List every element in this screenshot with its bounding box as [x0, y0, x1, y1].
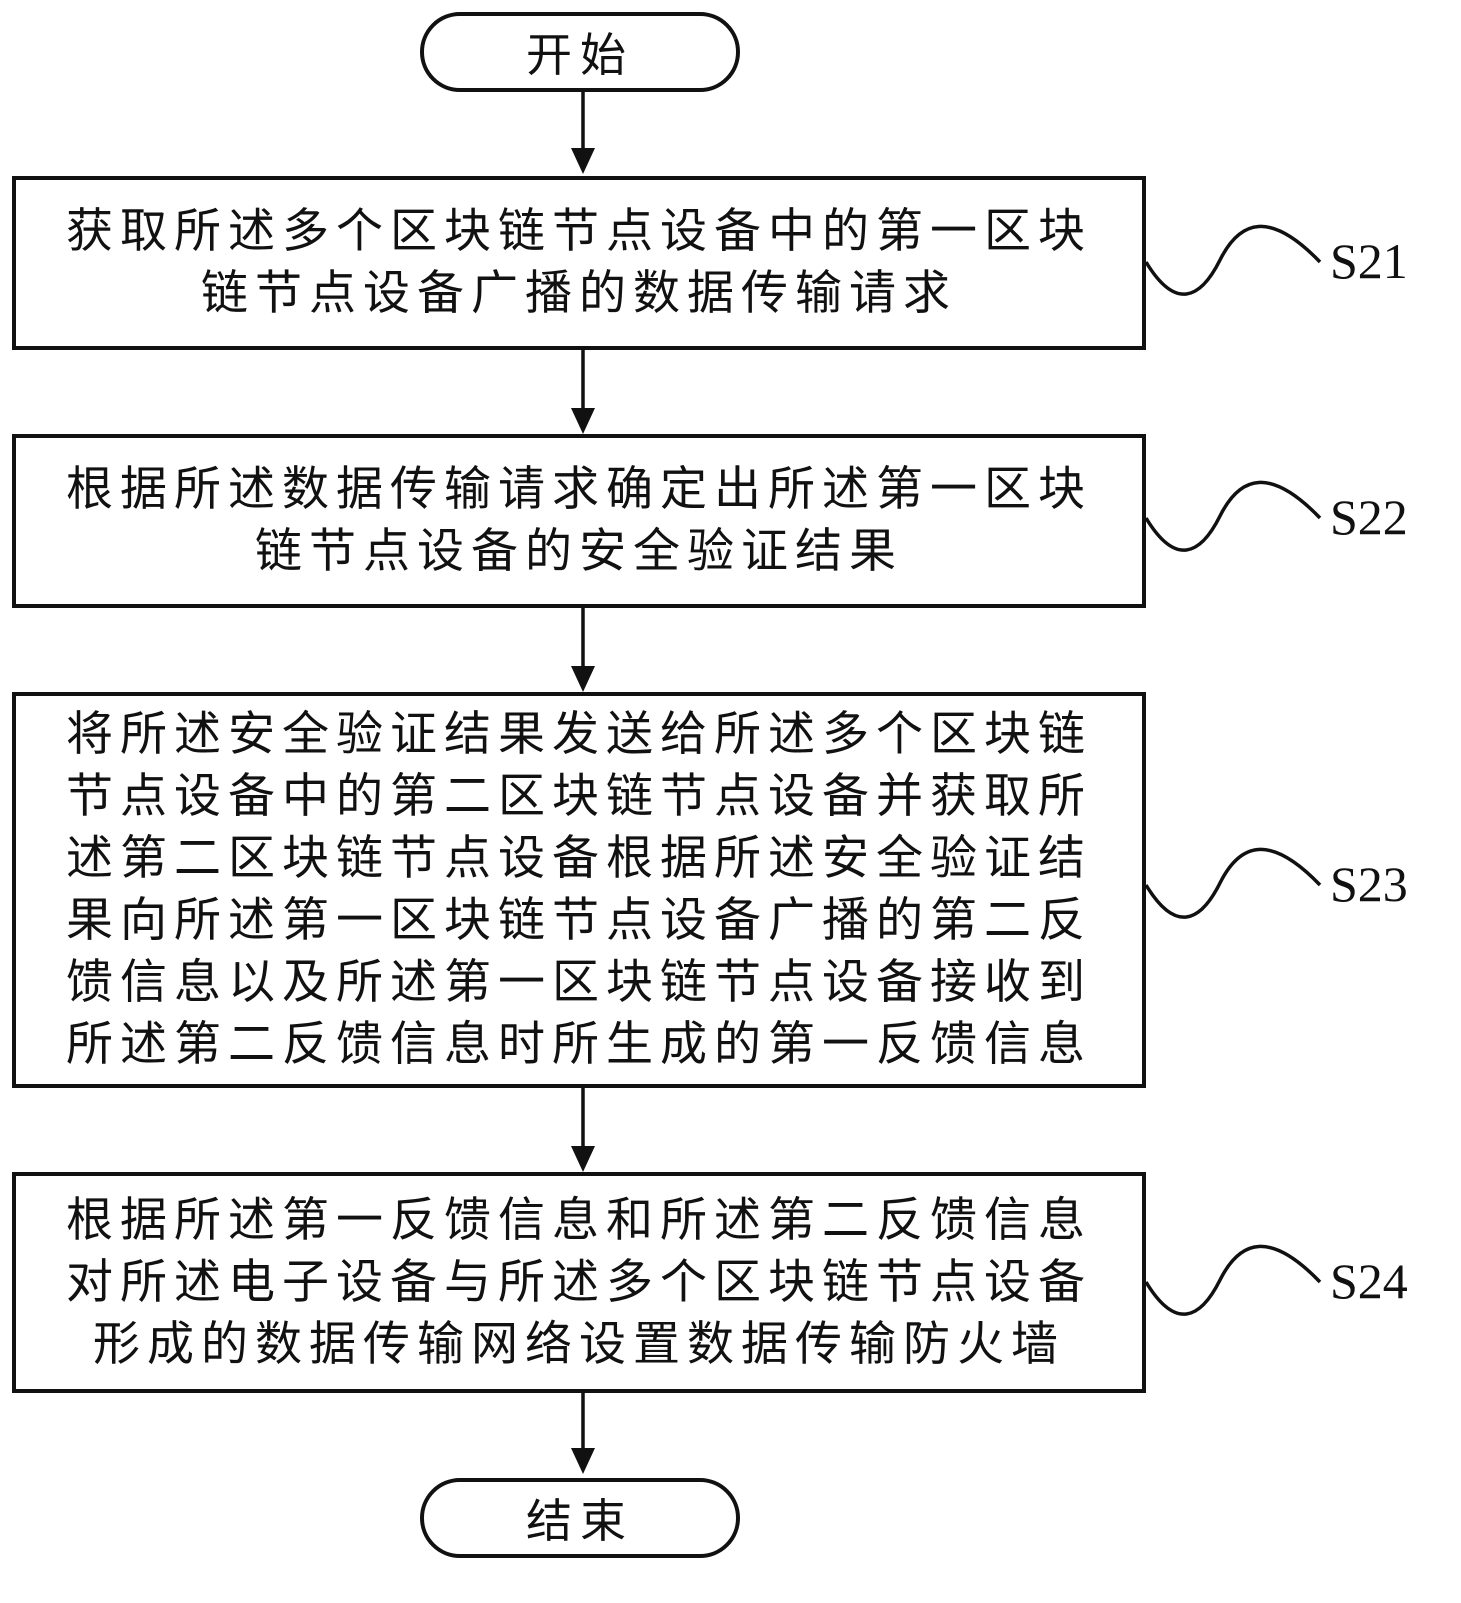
step-line: 根据所述数据传输请求确定出所述第一区块 [66, 462, 1092, 517]
step-text-s23: 将所述安全验证结果发送给所述多个区块链 节点设备中的第二区块链节点设备并获取所 … [36, 704, 1122, 1076]
step-line: 对所述电子设备与所述多个区块链节点设备 [66, 1254, 1092, 1310]
step-line: 链节点设备广播的数据传输请求 [201, 266, 957, 321]
start-terminal: 开始 [420, 12, 740, 92]
step-line: 形成的数据传输网络设置数据传输防火墙 [93, 1316, 1065, 1372]
step-box-s23: 将所述安全验证结果发送给所述多个区块链 节点设备中的第二区块链节点设备并获取所 … [12, 692, 1146, 1088]
arrowhead-s21-to-s22 [571, 408, 595, 434]
step-box-s21: 获取所述多个区块链节点设备中的第一区块 链节点设备广播的数据传输请求 [12, 176, 1146, 350]
leader-line-s23 [1144, 847, 1322, 919]
step-label-s23: S23 [1330, 856, 1408, 912]
arrowhead-s23-to-s24 [571, 1146, 595, 1172]
arrowhead-s22-to-s23 [571, 666, 595, 692]
step-line: 将所述安全验证结果发送给所述多个区块链 [66, 707, 1092, 762]
step-line: 馈信息以及所述第一区块链节点设备接收到 [66, 955, 1092, 1010]
step-line: 节点设备中的第二区块链节点设备并获取所 [66, 769, 1092, 824]
end-label: 结束 [526, 1494, 634, 1548]
step-label-s22: S22 [1330, 489, 1408, 545]
step-line: 所述第二反馈信息时所生成的第一反馈信息 [66, 1017, 1092, 1072]
arrowhead-s24-to-end [571, 1448, 595, 1474]
step-line: 果向所述第一区块链节点设备广播的第二反 [66, 893, 1092, 948]
step-text-s24: 根据所述第一反馈信息和所述第二反馈信息 对所述电子设备与所述多个区块链节点设备 … [36, 1190, 1122, 1376]
leader-line-s21 [1144, 224, 1322, 296]
step-label-s21: S21 [1330, 233, 1408, 289]
leader-line-s22 [1144, 480, 1322, 552]
step-box-s22: 根据所述数据传输请求确定出所述第一区块 链节点设备的安全验证结果 [12, 434, 1146, 608]
step-text-s22: 根据所述数据传输请求确定出所述第一区块 链节点设备的安全验证结果 [36, 459, 1122, 583]
arrowhead-start-to-s21 [571, 148, 595, 174]
step-line: 根据所述第一反馈信息和所述第二反馈信息 [66, 1192, 1092, 1248]
end-terminal: 结束 [420, 1478, 740, 1558]
step-text-s21: 获取所述多个区块链节点设备中的第一区块 链节点设备广播的数据传输请求 [36, 201, 1122, 325]
step-box-s24: 根据所述第一反馈信息和所述第二反馈信息 对所述电子设备与所述多个区块链节点设备 … [12, 1172, 1146, 1393]
leader-line-s24 [1144, 1244, 1322, 1316]
start-label: 开始 [526, 28, 634, 82]
step-label-s24: S24 [1330, 1253, 1408, 1309]
step-line: 述第二区块链节点设备根据所述安全验证结 [66, 831, 1092, 886]
step-line: 获取所述多个区块链节点设备中的第一区块 [66, 204, 1092, 259]
step-line: 链节点设备的安全验证结果 [255, 524, 903, 579]
